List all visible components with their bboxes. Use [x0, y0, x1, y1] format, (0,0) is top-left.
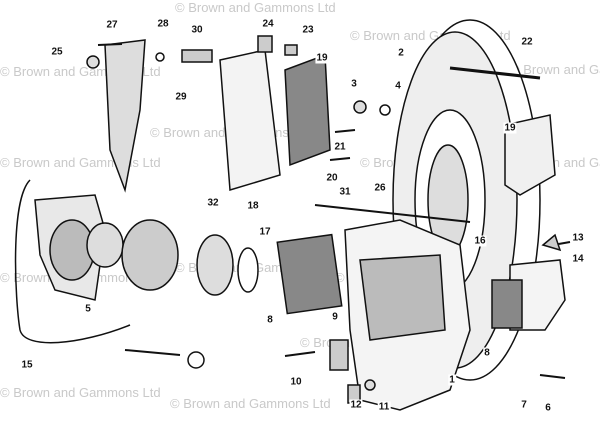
callout-20: 20 [325, 172, 339, 184]
callout-1: 1 [448, 374, 456, 386]
callout-28: 28 [156, 18, 170, 30]
callout-7: 7 [520, 399, 528, 411]
callout-22: 22 [520, 36, 534, 48]
callout-24: 24 [261, 18, 275, 30]
callout-26: 26 [373, 182, 387, 194]
callout-4: 4 [394, 80, 402, 92]
caliper-half-upper [504, 114, 556, 196]
callout-30: 30 [190, 24, 204, 36]
piston [196, 234, 234, 296]
piston [121, 219, 179, 291]
brake-pad-top [284, 53, 331, 167]
bleed-screw [541, 233, 562, 252]
brake-pad-right [491, 279, 523, 329]
callout-13: 13 [571, 232, 585, 244]
callout-9: 9 [331, 311, 339, 323]
callout-6: 6 [544, 402, 552, 414]
callout-19: 19 [315, 52, 329, 64]
callout-29: 29 [174, 91, 188, 103]
callout-10: 10 [289, 376, 303, 388]
lever [104, 39, 146, 193]
callout-8: 8 [266, 314, 274, 326]
callout-16: 16 [473, 235, 487, 247]
callout-25: 25 [50, 46, 64, 58]
callout-23: 23 [301, 24, 315, 36]
callout-21: 21 [333, 141, 347, 153]
callout-18: 18 [246, 200, 260, 212]
callout-19-right: 19 [503, 122, 517, 134]
callout-17: 17 [258, 226, 272, 238]
brake-pipe [14, 179, 131, 344]
callout-8-right: 8 [483, 347, 491, 359]
long-bolt [449, 66, 541, 80]
brake-pad-left [276, 233, 343, 315]
callout-32: 32 [206, 197, 220, 209]
callout-11: 11 [377, 401, 391, 413]
seal [237, 247, 259, 293]
callout-3: 3 [350, 78, 358, 90]
callout-5: 5 [84, 303, 92, 315]
bracket [219, 49, 281, 191]
callout-12: 12 [349, 399, 363, 411]
callout-14: 14 [571, 253, 585, 265]
callout-15: 15 [20, 359, 34, 371]
piston [86, 222, 124, 268]
callout-31: 31 [338, 186, 352, 198]
callout-27: 27 [105, 19, 119, 31]
callout-2: 2 [397, 47, 405, 59]
